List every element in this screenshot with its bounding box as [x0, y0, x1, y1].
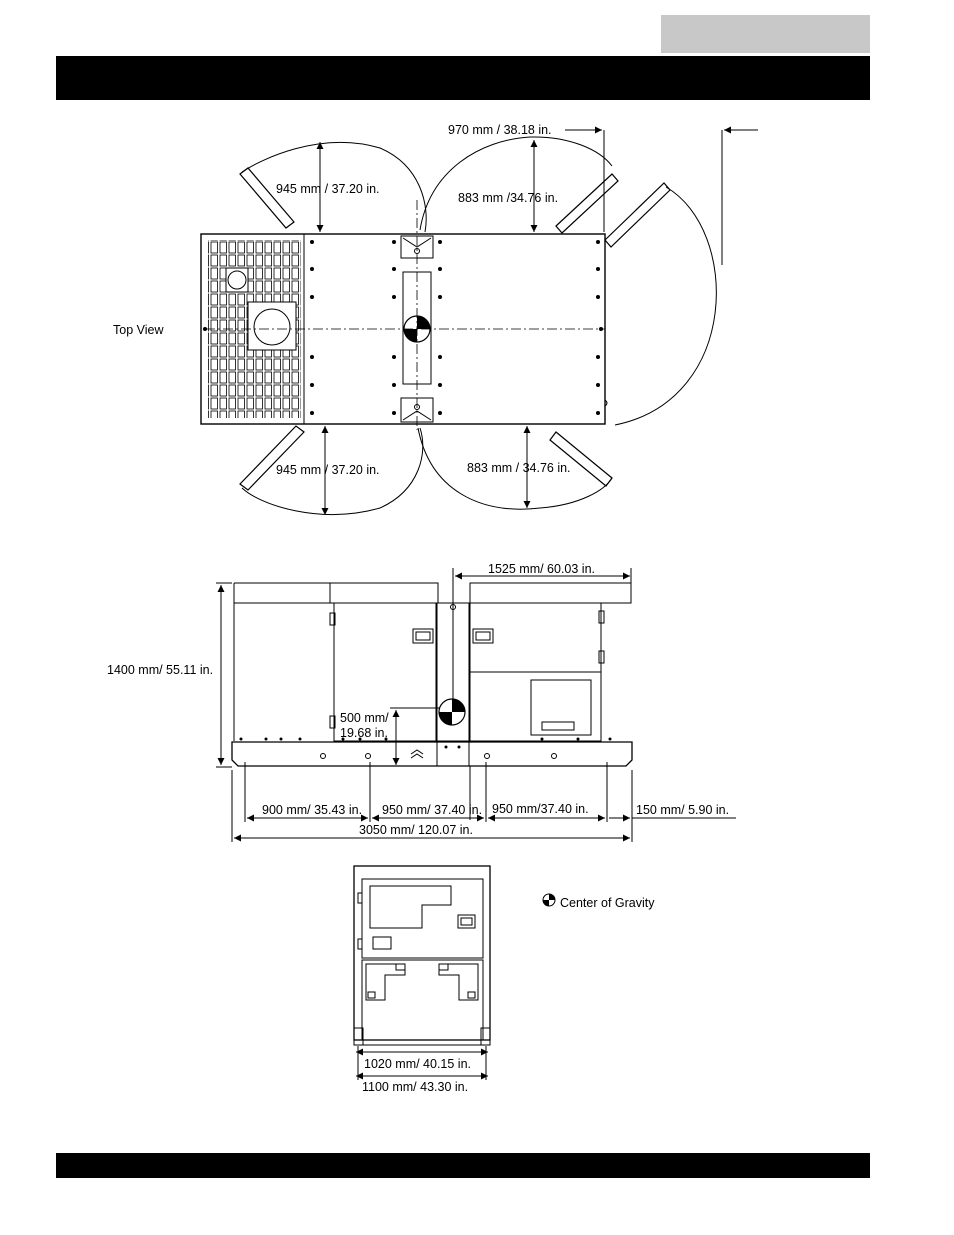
end-hinge-top — [357, 892, 363, 904]
end-latch — [457, 914, 476, 929]
end-hinge-bottom — [357, 938, 363, 950]
lift-hole-top — [414, 248, 420, 254]
end-view — [353, 865, 491, 1080]
end-skid-right — [480, 1027, 491, 1046]
dim-text-1525: 1525 mm/ 60.03 in. — [488, 562, 595, 576]
open-door-top-left — [239, 167, 295, 229]
dim-text-970: 970 mm / 38.18 in. — [448, 123, 552, 137]
hinge-right-top — [598, 610, 605, 624]
roof-section-left — [329, 582, 439, 604]
latch-right — [472, 628, 494, 644]
base-hole-3 — [484, 753, 490, 759]
end-vent-left-tab — [395, 963, 406, 971]
fan-circle — [253, 308, 291, 346]
footer-bar — [56, 1153, 870, 1178]
housing-bolts — [203, 240, 603, 415]
center-of-gravity-symbol-side — [438, 698, 466, 726]
legend-cog-icon — [542, 893, 556, 907]
dim-text-945-top: 945 mm / 37.20 in. — [276, 182, 380, 196]
door-latch — [604, 399, 608, 407]
side-view — [216, 568, 736, 842]
end-vent-right-foot — [467, 991, 476, 999]
dim-text-883-top: 883 mm /34.76 in. — [458, 191, 558, 205]
door-swing-arc-end — [614, 186, 717, 426]
base-frame — [231, 741, 633, 767]
radiator-cap-frame — [225, 267, 249, 293]
header-bar — [56, 56, 870, 100]
control-panel-handle — [541, 721, 575, 731]
center-of-gravity-symbol-top — [403, 315, 431, 343]
dim-text-500-line1: 500 mm/ — [340, 711, 389, 725]
dim-text-150: 150 mm/ 5.90 in. — [636, 803, 729, 817]
dim-text-900: 900 mm/ 35.43 in. — [262, 803, 362, 817]
legend-cog-label: Center of Gravity — [560, 896, 655, 910]
door-swing-arc-top-left — [241, 141, 427, 233]
end-control-cutout — [369, 885, 452, 929]
end-vent-right-tab — [438, 963, 449, 971]
dim-text-945-bottom: 945 mm / 37.20 in. — [276, 463, 380, 477]
end-vent-left-foot — [367, 991, 376, 999]
base-hole-2 — [365, 753, 371, 759]
door-swing-arc-bottom-right — [417, 427, 613, 510]
control-panel-window — [530, 679, 592, 736]
lift-symbol — [410, 749, 424, 759]
hinge-left-bottom — [329, 715, 336, 729]
open-door-top-right — [555, 173, 619, 234]
top-view — [200, 126, 758, 515]
end-housing-outline — [353, 865, 491, 1041]
end-upper-door — [361, 878, 484, 959]
dim-text-500-line2: 19.68 in. — [340, 726, 388, 740]
radiator-cap — [227, 270, 247, 290]
door-swing-arc-top-right — [419, 136, 613, 231]
latch-right-inner — [475, 631, 491, 641]
latch-left — [412, 628, 434, 644]
roof-left-outline — [234, 582, 331, 604]
open-door-bottom-right — [549, 431, 613, 487]
hinge-right-mid — [598, 650, 605, 664]
lift-bracket-top-detail — [402, 237, 432, 248]
end-lower-section — [361, 959, 484, 1041]
open-door-end — [604, 182, 671, 248]
dim-text-1100: 1100 mm/ 43.30 in. — [362, 1080, 468, 1094]
door-swing-arc-bottom-left — [241, 427, 424, 515]
side-door-left — [333, 602, 437, 742]
hinge-left-top — [329, 612, 336, 626]
dim-text-1020: 1020 mm/ 40.15 in. — [364, 1057, 471, 1071]
fan-frame — [247, 301, 297, 351]
dim-text-950b: 950 mm/37.40 in. — [492, 802, 589, 816]
side-door-lower-right — [469, 671, 602, 742]
base-hole-1 — [320, 753, 326, 759]
end-vent-right — [438, 963, 479, 1001]
base-bolts — [239, 737, 612, 749]
base-hole-4 — [551, 753, 557, 759]
open-door-bottom-left — [239, 425, 305, 491]
dim-text-883-bottom: 883 mm / 34.76 in. — [467, 461, 571, 475]
end-panel-label — [372, 936, 392, 950]
dim-text-1400: 1400 mm/ 55.11 in. — [107, 663, 213, 677]
end-latch-inner — [460, 917, 473, 926]
top-view-label: Top View — [113, 323, 164, 337]
roof-section-right — [469, 582, 632, 604]
header-tab — [661, 15, 870, 53]
latch-left-inner — [415, 631, 431, 641]
end-vent-left — [365, 963, 406, 1001]
dim-text-3050: 3050 mm/ 120.07 in. — [359, 823, 473, 837]
dim-text-950a: 950 mm/ 37.40 in. — [382, 803, 482, 817]
